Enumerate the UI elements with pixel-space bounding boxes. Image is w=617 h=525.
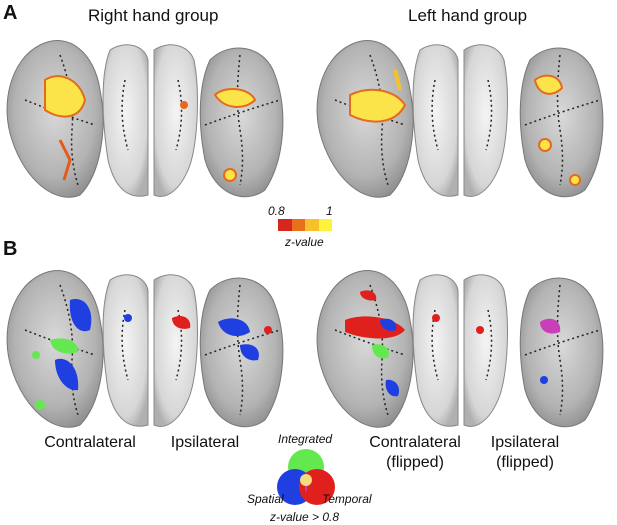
brain-a-rh-right-lateral (199, 47, 284, 198)
colorbar-swatch (305, 219, 319, 231)
brain-b-contralateral-flipped (316, 270, 414, 428)
brain-b-contralateral (6, 270, 104, 428)
brain-a-rh-left-lateral (6, 40, 104, 198)
brain-b-contralateral-medial (102, 274, 149, 427)
brain-a-rh-left-medial (102, 44, 149, 197)
venn-spatial-label: Spatial (247, 492, 284, 506)
left-hand-group-title: Left hand group (408, 6, 528, 25)
label-contralateral-flipped: Contralateral (flipped) (369, 434, 461, 471)
right-hand-group-title: Right hand group (88, 6, 219, 25)
panel-b-letter: B (3, 238, 18, 260)
brain-a-lh-left-medial (412, 44, 459, 197)
label-ipsilateral: Ipsilateral (170, 434, 240, 451)
colorbar-max-label: 1 (326, 204, 333, 218)
venn-diagram (277, 449, 335, 505)
colorbar-caption: z-value (285, 235, 324, 249)
panel-a-letter: A (3, 2, 18, 24)
colorbar-min-label: 0.8 (268, 204, 285, 218)
colorbar-swatch (291, 219, 305, 231)
brain-a-lh-left-lateral (316, 40, 414, 198)
venn-threshold-label: z-value > 0.8 (270, 510, 340, 524)
colorbar-swatch (318, 219, 332, 231)
colorbar (278, 219, 332, 231)
label-ipsilateral-flipped: Ipsilateral (flipped) (490, 434, 560, 471)
label-contralateral: Contralateral (44, 434, 136, 451)
colorbar-swatch (278, 219, 292, 231)
brain-b-ipsilateral-flipped (519, 277, 604, 428)
brain-b-ipsilateral-medial (153, 274, 198, 427)
brain-a-lh-right-lateral (519, 47, 604, 198)
brain-b-ipsilateral-flipped-medial (463, 274, 508, 427)
brain-b-ipsilateral (199, 277, 284, 428)
brain-a-lh-right-medial (463, 44, 508, 197)
brain-b-contralateral-flipped-medial (412, 274, 459, 427)
venn-integrated-label: Integrated (278, 432, 333, 446)
brain-a-rh-right-medial (153, 44, 198, 197)
venn-temporal-label: Temporal (322, 492, 372, 506)
